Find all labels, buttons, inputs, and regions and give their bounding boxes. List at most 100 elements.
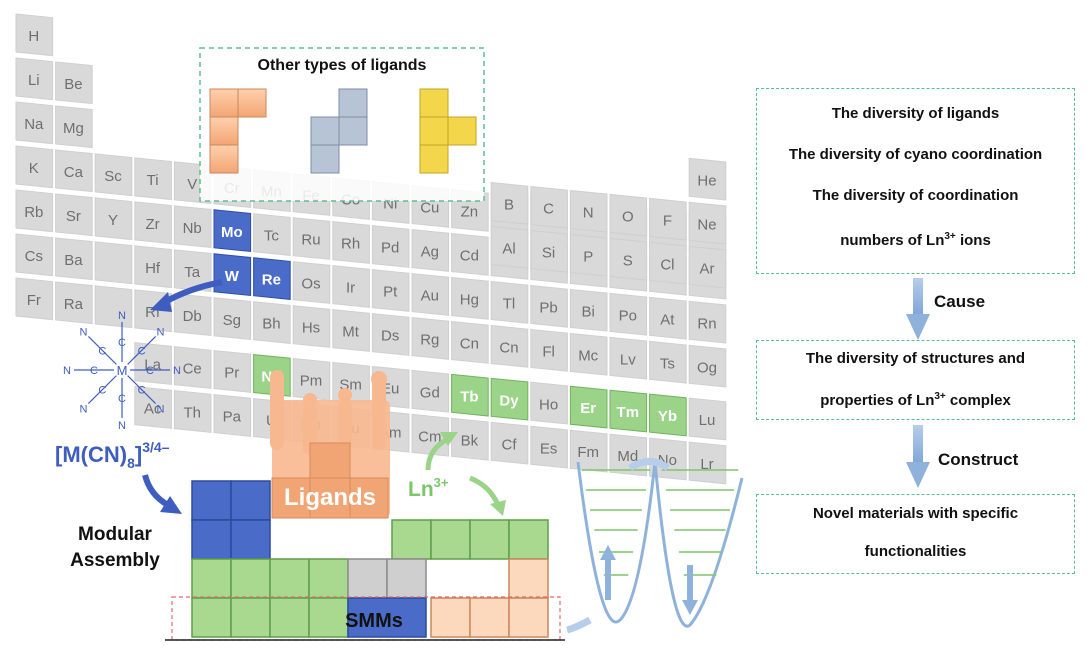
spin-up-head-icon xyxy=(600,545,616,560)
element-Mg-symbol: Mg xyxy=(63,120,84,137)
element-Re-symbol: Re xyxy=(262,272,281,289)
element-Th-symbol: Th xyxy=(183,405,201,422)
element-Ca: Ca xyxy=(55,149,93,193)
cyanide-formula: [M(CN)8]3/4– xyxy=(55,439,170,471)
element-O: O xyxy=(609,193,648,237)
element-Li: Li xyxy=(15,57,54,101)
element-Pt: Pt xyxy=(371,269,410,312)
assembly-arrow-icon xyxy=(142,474,170,508)
element-Rb: Rb xyxy=(15,189,54,233)
flow-box-diversity: The diversity of ligands The diversity o… xyxy=(756,88,1075,274)
element-Ho: Ho xyxy=(530,381,568,425)
element-H-symbol: H xyxy=(28,28,39,45)
element-Lr: Lr xyxy=(688,441,727,485)
element-Ir: Ir xyxy=(332,265,370,308)
element-S: S xyxy=(609,237,648,281)
flow-text-coordination: The diversity of coordination xyxy=(812,187,1019,204)
element-P-symbol: P xyxy=(583,248,593,265)
element-Lv-symbol: Lv xyxy=(620,351,636,368)
element-Ti: Ti xyxy=(134,157,172,201)
block-blue xyxy=(191,519,232,560)
nitrogen-atom-3: N xyxy=(157,404,165,416)
block-blue xyxy=(230,480,271,521)
carbon-atom-0: C xyxy=(118,337,126,349)
flow-text-ligands: The diversity of ligands xyxy=(831,105,1000,122)
block-blue xyxy=(230,519,271,560)
element-Cm-symbol: Cm xyxy=(418,428,441,445)
element-Tb-symbol: Tb xyxy=(460,388,478,405)
green-arrow-down-icon xyxy=(469,475,501,507)
element-Ba-symbol: Ba xyxy=(64,252,83,269)
element-gap xyxy=(94,241,133,285)
element-Mo-symbol: Mo xyxy=(221,224,243,241)
block-orange xyxy=(469,597,510,638)
double-well-potential xyxy=(566,458,744,634)
element-Mt-symbol: Mt xyxy=(342,324,359,341)
block-green xyxy=(430,519,471,560)
tunnel-arrow-icon xyxy=(628,458,671,472)
carbon-atom-4: C xyxy=(118,393,126,405)
carbon-atom-1: C xyxy=(138,345,146,357)
element-Th: Th xyxy=(173,390,212,433)
block-green xyxy=(191,597,232,638)
element-Gd: Gd xyxy=(411,369,450,413)
element-P: P xyxy=(569,233,608,277)
nitrogen-atom-5: N xyxy=(80,404,88,416)
element-Fl: Fl xyxy=(530,328,568,372)
element-Fm-symbol: Fm xyxy=(577,444,599,461)
element-Sc: Sc xyxy=(94,153,133,197)
block-green xyxy=(191,558,232,599)
element-Rg: Rg xyxy=(411,317,450,360)
element-Ac-symbol: Ac xyxy=(144,401,162,418)
element-Cs-symbol: Cs xyxy=(25,248,43,265)
element-Zn-symbol: Zn xyxy=(461,204,479,221)
element-Ac: Ac xyxy=(134,386,172,429)
element-Tc: Tc xyxy=(253,213,291,256)
carbon-atom-5: C xyxy=(98,385,106,397)
element-W-symbol: W xyxy=(225,268,240,285)
ligand-shape-grey xyxy=(310,88,368,174)
ligand-box-title: Other types of ligands xyxy=(258,57,427,74)
element-B-symbol: B xyxy=(504,197,514,214)
element-Si-symbol: Si xyxy=(542,244,555,261)
element-Er: Er xyxy=(569,385,608,429)
block-green xyxy=(469,519,510,560)
element-Yb-symbol: Yb xyxy=(658,408,677,425)
ligand-shape-orange xyxy=(209,88,267,174)
element-Tc-symbol: Tc xyxy=(264,228,280,245)
element-Ce: Ce xyxy=(173,346,212,389)
element-Ho-symbol: Ho xyxy=(539,396,558,413)
element-Hf: Hf xyxy=(134,245,172,289)
element-Y: Y xyxy=(94,197,133,241)
element-Ta: Ta xyxy=(173,249,212,293)
element-Lu: Lu xyxy=(688,397,727,441)
element-Bk: Bk xyxy=(451,417,489,461)
element-Hf-symbol: Hf xyxy=(145,260,161,277)
block-green xyxy=(230,558,271,599)
element-Tl-symbol: Tl xyxy=(503,296,516,313)
element-Ta-symbol: Ta xyxy=(184,264,201,281)
ligand-shape-yellow xyxy=(419,88,477,174)
element-Rn: Rn xyxy=(688,300,727,344)
element-Fr: Fr xyxy=(15,277,54,321)
element-Pm: Pm xyxy=(292,357,331,401)
element-Cn-symbol: Cn xyxy=(499,340,518,357)
element-Mt: Mt xyxy=(332,309,370,352)
element-Og: Og xyxy=(688,344,727,388)
element-Og-symbol: Og xyxy=(697,359,717,376)
element-Ar-symbol: Ar xyxy=(700,260,715,277)
element-Po: Po xyxy=(609,292,648,336)
nitrogen-atom-4: N xyxy=(118,420,126,432)
element-Mc: Mc xyxy=(569,332,608,376)
element-Pb-symbol: Pb xyxy=(539,299,557,316)
element-B: B xyxy=(490,181,529,225)
block-stack xyxy=(191,480,549,638)
element-Zr-symbol: Zr xyxy=(146,216,160,233)
element-C-symbol: C xyxy=(543,200,554,217)
element-Cn: Cn xyxy=(451,321,489,364)
element-Db-symbol: Db xyxy=(183,308,202,325)
element-Nb: Nb xyxy=(173,205,212,249)
metal-center xyxy=(114,362,130,378)
element-At-symbol: At xyxy=(660,311,675,328)
